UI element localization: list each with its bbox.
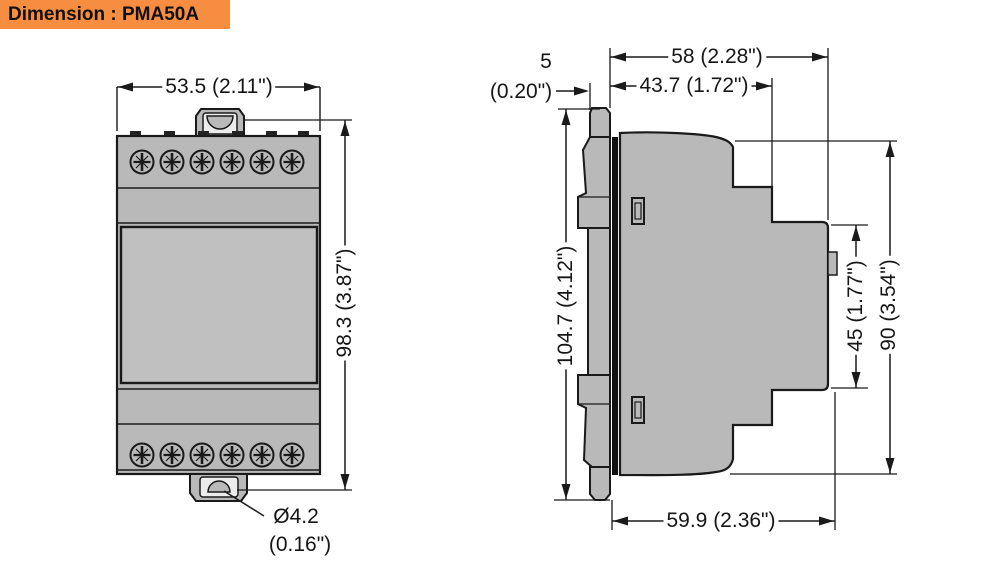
side-rail-offset-dim: [556, 83, 591, 110]
side-depth-upper-label: 43.7 (1.72"): [636, 74, 752, 98]
side-rail-offset-label: 5: [540, 49, 552, 73]
front-top-edge-ticks: [130, 131, 309, 135]
side-depth-bottom-label: 59.9 (2.36"): [663, 509, 779, 533]
side-din-clip: [577, 107, 611, 501]
front-width-label: 53.5 (2.11"): [162, 75, 276, 99]
hole-leader-line: [223, 490, 265, 517]
side-front-height-label: 45 (1.77"): [844, 257, 868, 355]
front-hole-diameter-inches-label: (0.16"): [268, 532, 332, 556]
front-hole-diameter-label: Ø4.2: [273, 504, 319, 528]
front-height-label: 98.3 (3.87"): [333, 245, 357, 361]
front-body-divisions: [117, 187, 320, 471]
front-bottom-mounting-tab: [189, 473, 248, 502]
front-top-mounting-tab: [195, 108, 245, 137]
front-view: [115, 108, 322, 502]
side-rail-offset-inches-label: (0.20"): [489, 79, 553, 103]
side-front-tab: [827, 251, 838, 276]
side-back-edge: [612, 137, 618, 475]
side-vent-slots: [631, 197, 645, 424]
front-display-panel: [119, 225, 319, 385]
header-bar: Dimension : PMA50A: [0, 0, 230, 29]
side-view: [577, 107, 838, 501]
side-depth-total-label: 58 (2.28"): [668, 45, 766, 69]
side-height-total-label: 104.7 (4.12"): [554, 242, 578, 370]
page-title: Dimension : PMA50A: [8, 4, 200, 25]
side-body-height-label: 90 (3.54"): [877, 256, 901, 354]
side-body-profile: [618, 131, 830, 477]
